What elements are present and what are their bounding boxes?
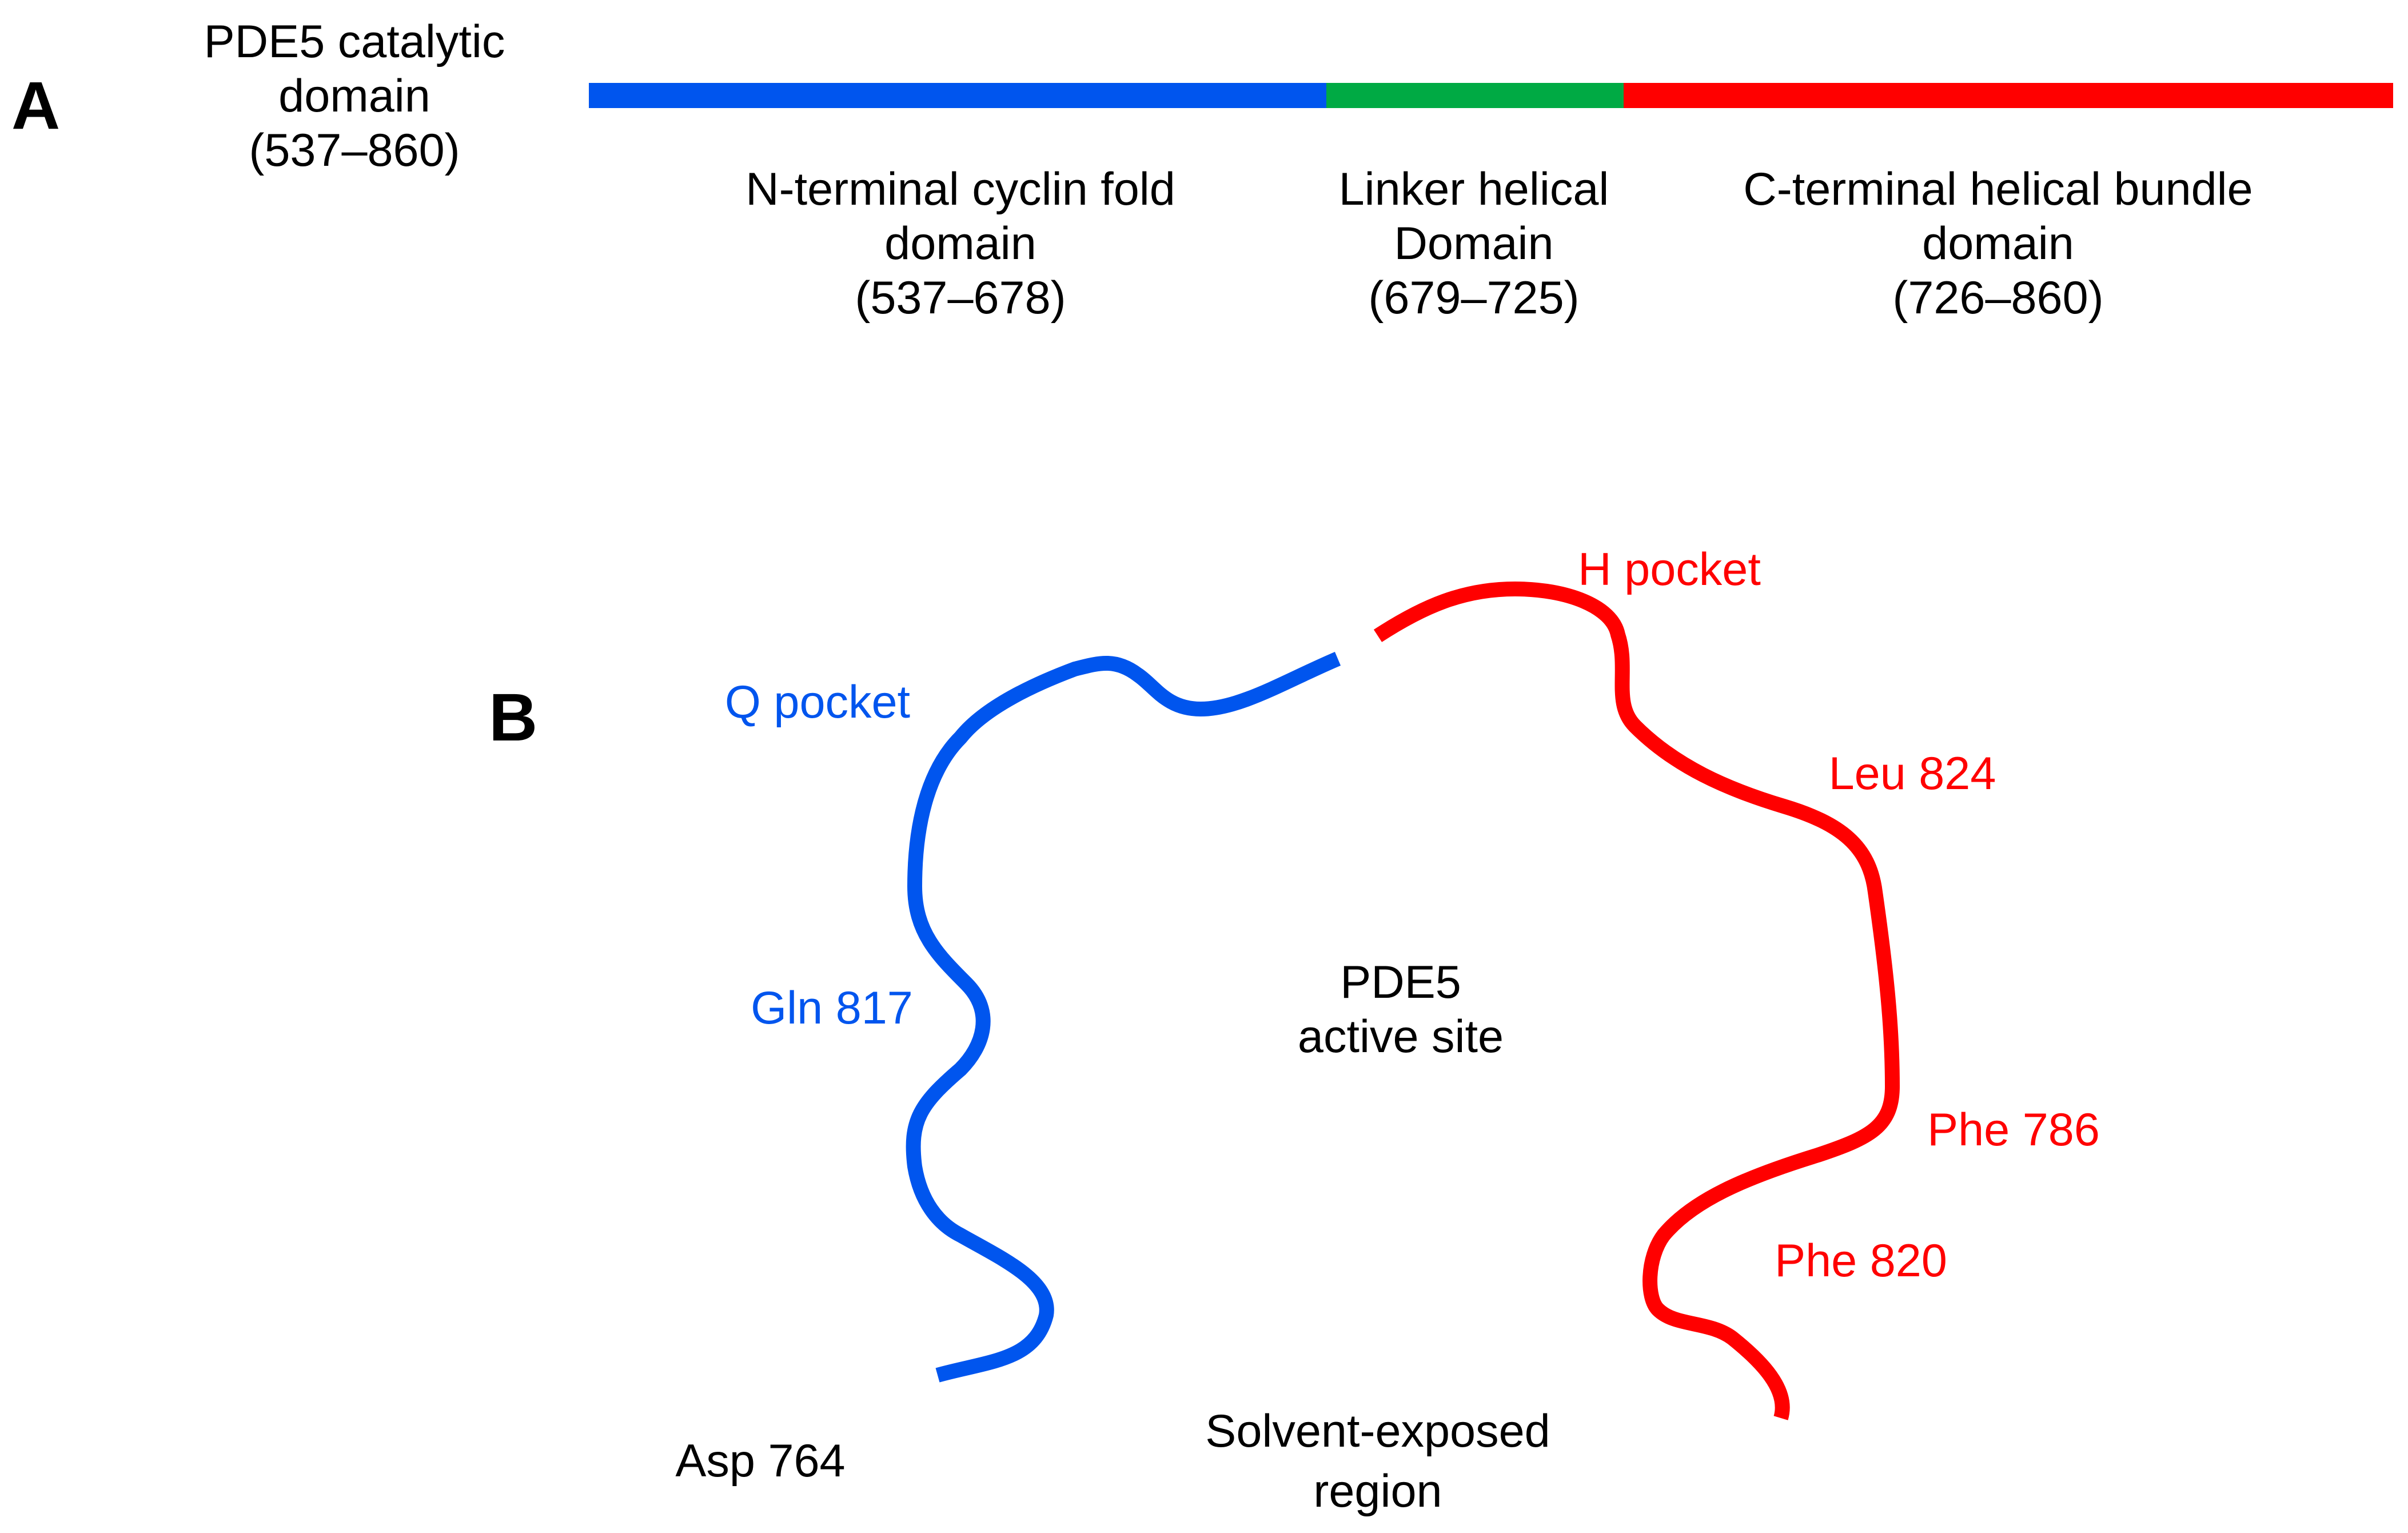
c-terminal-domain-range: (726–860) bbox=[1892, 272, 2103, 324]
q-pocket-label: Q pocket bbox=[725, 676, 910, 728]
catalytic-domain-range: (537–860) bbox=[249, 125, 460, 176]
n-terminal-domain-label-line1: N-terminal cyclin fold bbox=[745, 164, 1175, 215]
leu-824-label: Leu 824 bbox=[1829, 748, 1996, 799]
linker-domain-range: (679–725) bbox=[1368, 272, 1579, 324]
q-pocket-backbone-curve bbox=[906, 652, 1341, 1383]
active-site-label-line2: active site bbox=[1298, 1011, 1504, 1062]
h-pocket-label: H pocket bbox=[1578, 544, 1761, 595]
gln-817-label: Gln 817 bbox=[751, 982, 913, 1034]
phe-820-label: Phe 820 bbox=[1775, 1235, 1947, 1287]
c-terminal-domain-label-line2: domain bbox=[1922, 218, 2074, 269]
solvent-exposed-label-line1: Solvent-exposed bbox=[1205, 1405, 1550, 1457]
h-pocket-backbone-curve bbox=[1373, 582, 1900, 1420]
panel-a-letter: A bbox=[11, 68, 60, 144]
panel-b-letter: B bbox=[489, 680, 537, 755]
catalytic-domain-label-line2: domain bbox=[278, 70, 430, 122]
linker-domain-label-line2: Domain bbox=[1394, 218, 1553, 269]
linker-domain-label-line1: Linker helical bbox=[1339, 164, 1609, 215]
phe-786-label: Phe 786 bbox=[1927, 1104, 2100, 1156]
n-terminal-domain-range: (537–678) bbox=[855, 272, 1066, 324]
n-terminal-domain-label-line2: domain bbox=[884, 218, 1036, 269]
c-terminal-domain-label-line1: C-terminal helical bundle bbox=[1743, 164, 2252, 215]
solvent-exposed-label-line2: region bbox=[1313, 1466, 1442, 1517]
asp-764-label: Asp 764 bbox=[675, 1435, 845, 1487]
catalytic-domain-label-line1: PDE5 catalytic bbox=[204, 16, 505, 67]
active-site-label-line1: PDE5 bbox=[1340, 957, 1461, 1008]
